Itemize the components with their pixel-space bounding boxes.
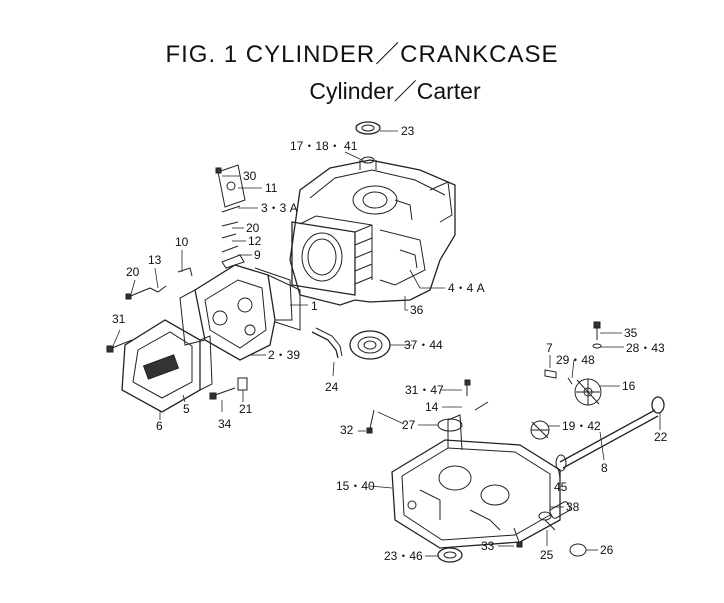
callout-14: 14 (425, 400, 439, 414)
figure-subtitle: Cylinder／Carter (309, 78, 481, 104)
callout-labels: 23 17・18・ 41 30 11 3・3 A 20 12 9 10 13 2… (112, 124, 668, 563)
oil-pump-gear (530, 420, 550, 440)
governor-gear (574, 378, 602, 406)
callout-7: 7 (546, 341, 553, 355)
head-gasket (267, 274, 301, 331)
cylinder-head (179, 264, 293, 361)
callout-4-4a: 4・4 A (448, 281, 485, 295)
callout-25: 25 (540, 548, 554, 562)
oil-seal-top (355, 121, 381, 135)
callout-28-43: 28・43 (626, 341, 665, 355)
callout-22: 22 (654, 430, 668, 444)
callout-38: 38 (566, 500, 580, 514)
callout-20-top: 20 (246, 221, 260, 235)
callout-23: 23 (401, 124, 415, 138)
callout-12: 12 (248, 234, 262, 248)
callout-34: 34 (218, 417, 232, 431)
bolts-left (106, 267, 248, 400)
callout-15-40: 15・40 (336, 479, 375, 493)
callout-45: 45 (554, 480, 568, 494)
callout-11: 11 (265, 181, 278, 195)
small-bolts-right (366, 321, 602, 548)
callout-3-3a: 3・3 A (261, 201, 298, 215)
ball-bearing (349, 330, 391, 360)
callout-35: 35 (624, 326, 638, 340)
callout-5: 5 (183, 402, 190, 416)
camshaft (555, 409, 659, 472)
breather-tube (311, 327, 343, 359)
callout-32: 32 (340, 423, 354, 437)
callout-29-48: 29・48 (556, 353, 595, 367)
callout-10: 10 (175, 235, 189, 249)
callout-36: 36 (410, 303, 424, 317)
callout-30: 30 (243, 169, 257, 183)
valve-small-parts (221, 254, 245, 269)
callout-20-left: 20 (126, 265, 140, 279)
callout-27: 27 (402, 418, 416, 432)
crankcase-cover (391, 414, 561, 549)
gasket-ring (437, 418, 463, 432)
callout-31-47: 31・47 (405, 383, 444, 397)
dipstick-cap (569, 543, 587, 557)
callout-9: 9 (254, 248, 261, 262)
breather-cover (215, 164, 246, 253)
callout-31-left: 31 (112, 312, 126, 326)
callout-23-46: 23・46 (384, 549, 423, 563)
oil-seal-bottom (437, 547, 463, 563)
governor-shaft (474, 369, 557, 411)
callout-1: 1 (311, 299, 318, 313)
callout-2-39: 2・39 (268, 348, 300, 362)
callout-17-18-41: 17・18・ 41 (290, 139, 358, 153)
callout-13: 13 (148, 253, 162, 267)
cylinder-block (289, 156, 456, 306)
callout-19-42: 19・42 (562, 419, 601, 433)
callout-16: 16 (622, 379, 636, 393)
callout-21: 21 (239, 402, 253, 416)
o-ring (538, 511, 552, 521)
figure-title: FIG. 1 CYLINDER／CRANKCASE (165, 41, 559, 68)
callout-33: 33 (481, 539, 495, 553)
rocker-cover (121, 319, 213, 413)
callout-8: 8 (601, 461, 608, 475)
callout-6: 6 (156, 419, 163, 433)
callout-37-44: 37・44 (404, 338, 443, 352)
callout-24: 24 (325, 380, 339, 394)
leader-lines (112, 130, 661, 557)
callout-26: 26 (600, 543, 614, 557)
end-cap (651, 396, 665, 414)
